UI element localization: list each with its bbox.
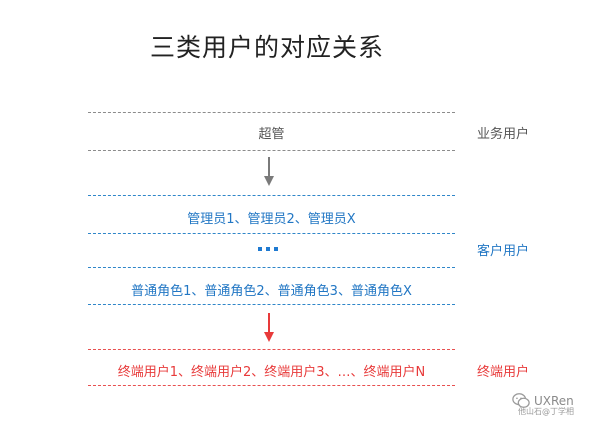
down-arrow-icon	[264, 313, 274, 342]
band-roles: 普通角色1、普通角色2、普通角色3、普通角色X	[131, 284, 412, 299]
blue-dots-icon	[258, 247, 278, 251]
down-arrow-icon	[264, 157, 274, 186]
band-end-users: 终端用户1、终端用户2、终端用户3、…、终端用户N	[117, 365, 426, 380]
label-terminal-users: 终端用户	[477, 365, 530, 380]
label-business-users: 业务用户	[477, 127, 530, 142]
wechat-icon	[512, 393, 530, 408]
divider-bottom-admins	[88, 233, 455, 234]
dot	[274, 247, 278, 251]
divider-top-end-users	[88, 349, 455, 350]
divider-bottom-end-users	[88, 385, 455, 386]
divider-top-roles	[88, 267, 455, 268]
dot	[258, 247, 262, 251]
label-customer-users: 客户用户	[477, 244, 530, 259]
band-super-admin: 超管	[258, 127, 285, 142]
dot	[266, 247, 270, 251]
watermark: UXRen	[512, 392, 574, 410]
divider-top-admins	[88, 195, 455, 196]
divider-bottom-roles	[88, 304, 455, 305]
watermark-brand: UXRen	[534, 394, 574, 408]
watermark-author: 他山石@丁学相	[518, 407, 574, 416]
divider-bottom-super	[88, 150, 455, 151]
divider-top-super	[88, 112, 455, 113]
band-admins: 管理员1、管理员2、管理员X	[187, 212, 356, 227]
diagram-title: 三类用户的对应关系	[150, 33, 385, 62]
